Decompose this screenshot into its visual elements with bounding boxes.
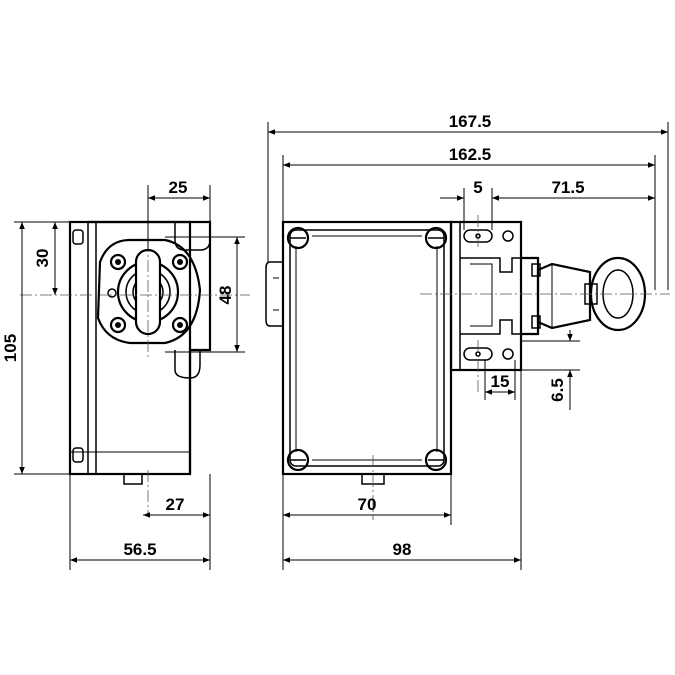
rotary-head <box>96 238 202 345</box>
dim-6-5: 6.5 <box>548 378 567 402</box>
front-housing-outline <box>281 220 453 476</box>
dim-70: 70 <box>358 495 377 514</box>
dimension-labels: 167.5 162.5 5 71.5 25 27 56.5 70 98 15 1… <box>1 112 585 559</box>
front-screws <box>286 226 448 472</box>
dim-27: 27 <box>166 495 185 514</box>
dim-167-5: 167.5 <box>449 112 492 131</box>
dim-48: 48 <box>216 286 235 305</box>
dim-5: 5 <box>473 178 482 197</box>
pull-head <box>449 220 647 372</box>
dim-162-5: 162.5 <box>449 145 492 164</box>
dim-30: 30 <box>33 249 52 268</box>
dim-15: 15 <box>491 372 510 391</box>
dimension-lines <box>14 122 669 570</box>
head-block <box>449 220 523 372</box>
dim-71-5: 71.5 <box>551 178 584 197</box>
front-view <box>265 215 670 520</box>
head-screws <box>107 253 189 334</box>
dim-56-5: 56.5 <box>123 540 156 559</box>
dim-98: 98 <box>393 540 412 559</box>
dim-105: 105 <box>1 334 20 362</box>
dim-25: 25 <box>169 178 188 197</box>
side-screw-top <box>72 229 84 245</box>
side-screw-bottom <box>72 447 84 463</box>
